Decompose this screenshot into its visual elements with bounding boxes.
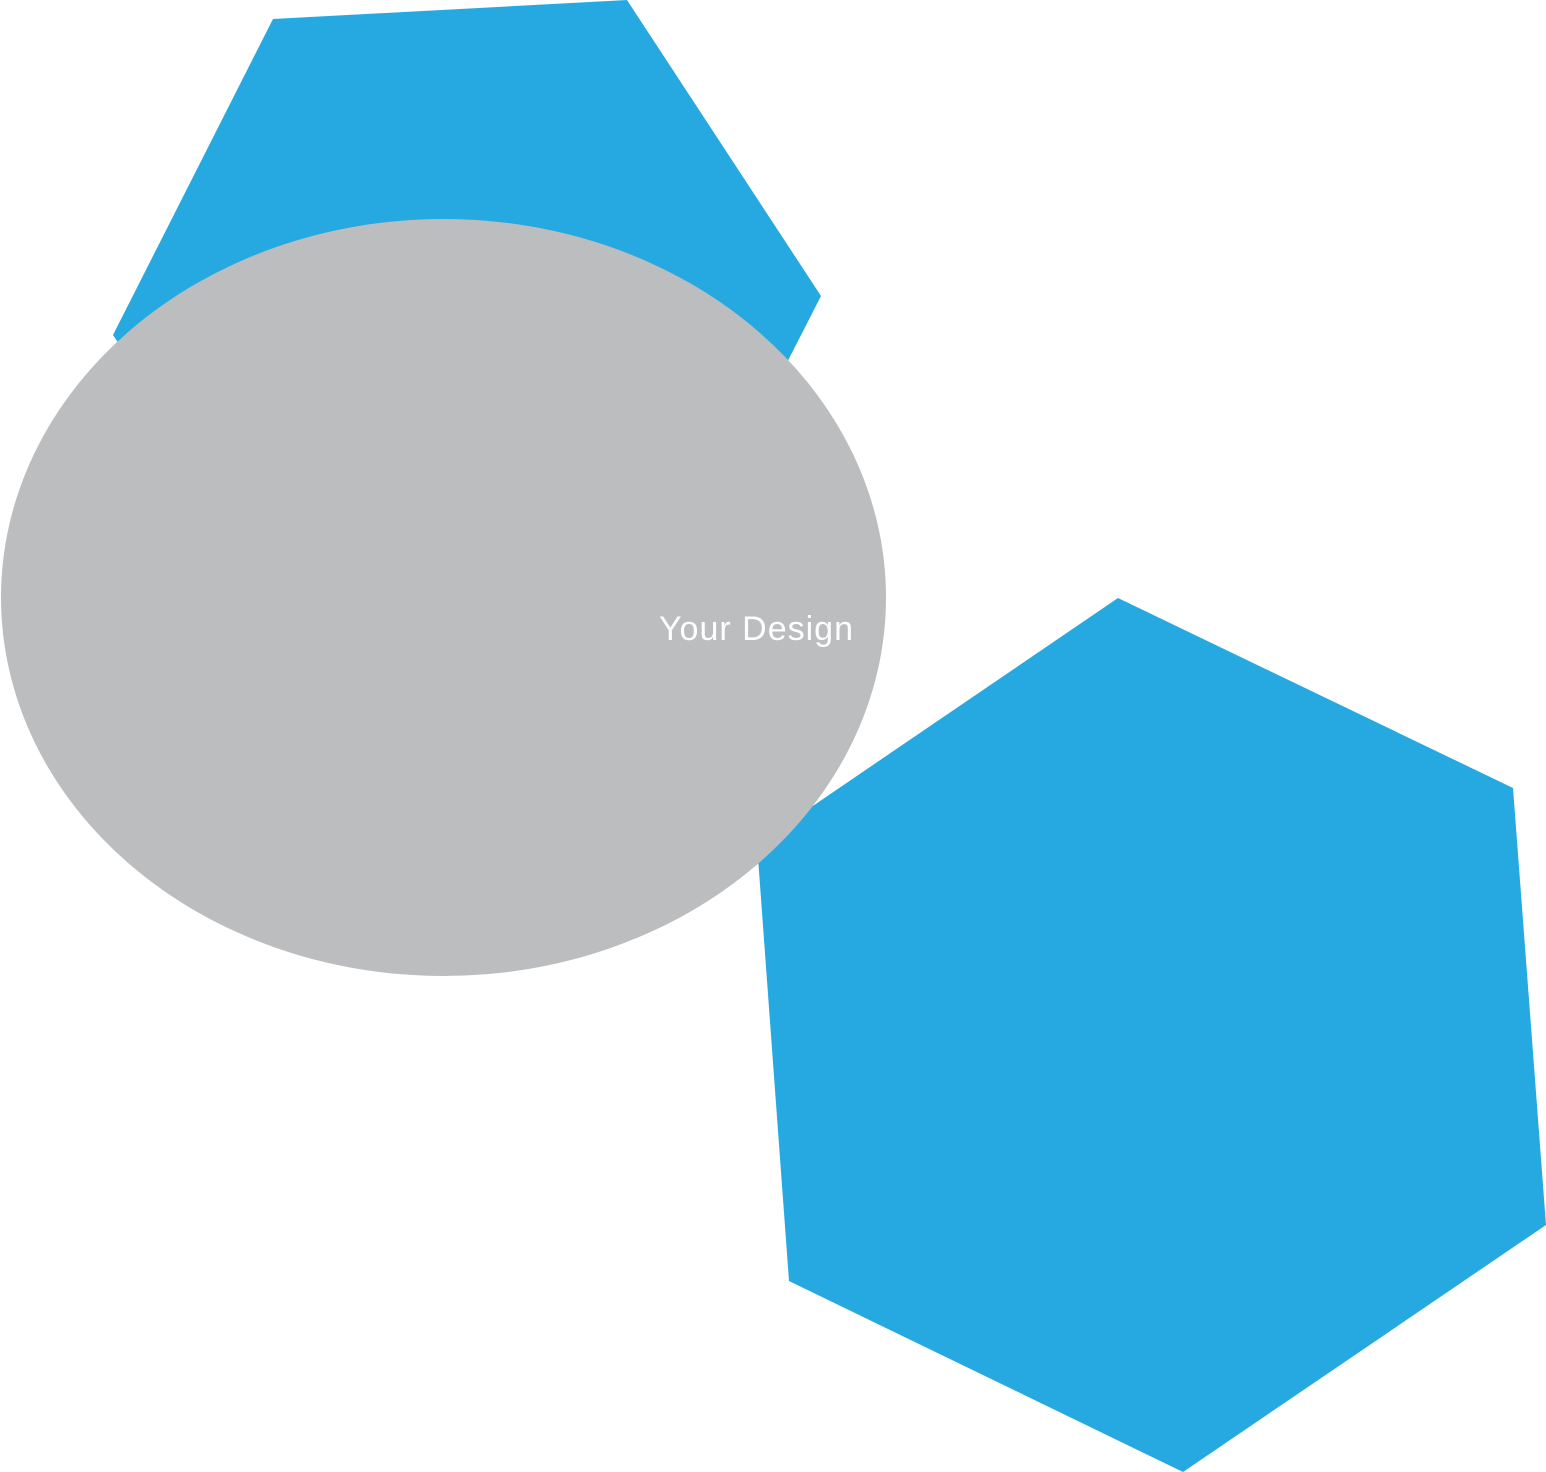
ellipse-shape <box>1 219 886 976</box>
bottom-hexagon-shape <box>757 598 1546 1472</box>
your-design-label: Your Design <box>659 610 854 648</box>
